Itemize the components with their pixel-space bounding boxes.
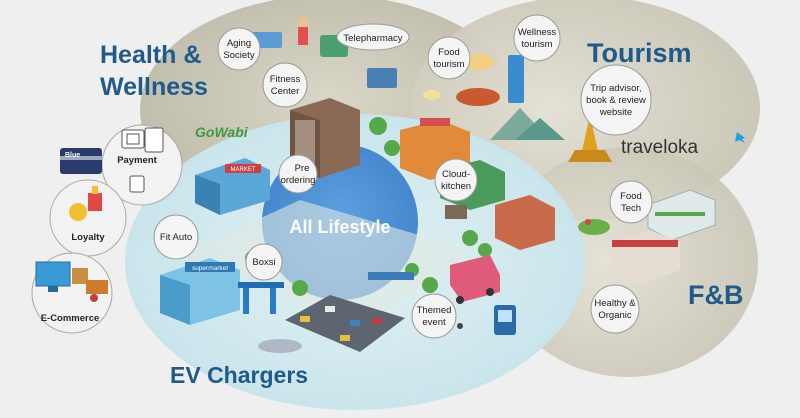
- health-wellness-title: Health &: [100, 41, 201, 69]
- kitchen-icon: [445, 205, 467, 219]
- ecommerce-icon: [35, 261, 108, 302]
- payment-label: Payment: [117, 155, 157, 166]
- food-dish-icon: [423, 54, 500, 106]
- supermarket-sign: supermarket: [192, 265, 228, 272]
- svg-text:Organic: Organic: [598, 310, 632, 321]
- supermarket-building-icon: supermarket: [160, 258, 240, 325]
- road: [180, 200, 470, 330]
- bubble-fitness-center: Fitness Center: [262, 62, 308, 108]
- bubble-food-tourism: Food tourism: [427, 36, 471, 80]
- bubble-cloud-kitchen: Cloud- kitchen: [434, 158, 478, 202]
- bubble-wellness-tourism: Wellness tourism: [513, 14, 561, 62]
- payment-icon: [121, 127, 164, 193]
- traveloka-logo: traveloka: [621, 137, 699, 158]
- bubble-pre-ordering: Pre ordering: [278, 154, 318, 194]
- gowabi-logo: GoWabi: [195, 124, 249, 140]
- bubble-food-tech: Food Tech: [609, 180, 653, 224]
- fitness-person-icon: [252, 17, 397, 88]
- svg-text:Cloud-: Cloud-: [442, 169, 470, 180]
- loyalty-icon: [69, 186, 102, 221]
- svg-text:tourism: tourism: [433, 59, 464, 70]
- svg-text:Telepharmacy: Telepharmacy: [343, 33, 402, 44]
- svg-text:Themed: Themed: [417, 305, 452, 316]
- health-wellness-title-line2: Wellness: [100, 73, 208, 101]
- bubble-fit-auto: Fit Auto: [153, 214, 199, 260]
- ev-chargers-title: EV Chargers: [170, 362, 308, 388]
- svg-text:Center: Center: [271, 86, 300, 97]
- svg-text:tourism: tourism: [521, 39, 552, 50]
- bubble-trip-advisor: Trip advisor, book & review website: [580, 64, 652, 136]
- credit-card-icon: Blue: [60, 148, 102, 174]
- pagoda-icon: [508, 55, 612, 162]
- market-sign: MARKET: [230, 167, 255, 173]
- svg-text:Boxsi: Boxsi: [252, 257, 275, 268]
- bubble-boxsi: Boxsi: [245, 243, 283, 281]
- svg-text:Aging: Aging: [227, 38, 251, 49]
- svg-text:Fitness: Fitness: [270, 74, 301, 85]
- telebooth-icon: [494, 305, 516, 335]
- tourism-title: Tourism: [587, 38, 692, 68]
- svg-text:event: event: [422, 317, 446, 328]
- card-brand: Blue: [65, 152, 80, 159]
- mountain-scene-icon: [490, 108, 565, 140]
- loyalty-label: Loyalty: [71, 232, 105, 243]
- svg-text:book & review: book & review: [586, 95, 646, 106]
- food-truck-icon: [450, 255, 500, 304]
- svg-text:Pre: Pre: [295, 163, 310, 174]
- ecommerce-label: E-Commerce: [41, 313, 100, 324]
- svg-text:website: website: [599, 107, 632, 118]
- market-stall-icon: [612, 230, 680, 284]
- bubble-telepharmacy: Telepharmacy: [336, 23, 410, 51]
- fnb-title: F&B: [688, 280, 744, 310]
- svg-text:Tech: Tech: [621, 203, 641, 214]
- ev-charger-icon: [238, 282, 302, 353]
- svg-text:ordering: ordering: [281, 175, 316, 186]
- parking-lot-icon: [285, 295, 405, 352]
- svg-text:Fit Auto: Fit Auto: [160, 232, 192, 243]
- traveloka-bird-icon: [735, 132, 745, 143]
- svg-text:Wellness: Wellness: [518, 27, 557, 38]
- all-lifestyle-title: All Lifestyle: [289, 217, 390, 237]
- loyalty-circle: [49, 179, 127, 257]
- svg-text:kitchen: kitchen: [441, 181, 471, 192]
- salad-bowl-icon: [578, 219, 610, 235]
- svg-text:Healthy &: Healthy &: [594, 298, 636, 309]
- bubble-healthy-organic: Healthy & Organic: [590, 284, 640, 334]
- market-building-icon: MARKET: [195, 158, 270, 215]
- bubble-themed-event: Themed event: [411, 293, 457, 339]
- svg-text:Food: Food: [620, 191, 642, 202]
- svg-text:Society: Society: [223, 50, 254, 61]
- hydroponic-farm-icon: [647, 189, 716, 241]
- svg-text:Food: Food: [438, 47, 460, 58]
- svg-text:Trip advisor,: Trip advisor,: [590, 83, 641, 94]
- bubble-aging-society: Aging Society: [217, 27, 261, 71]
